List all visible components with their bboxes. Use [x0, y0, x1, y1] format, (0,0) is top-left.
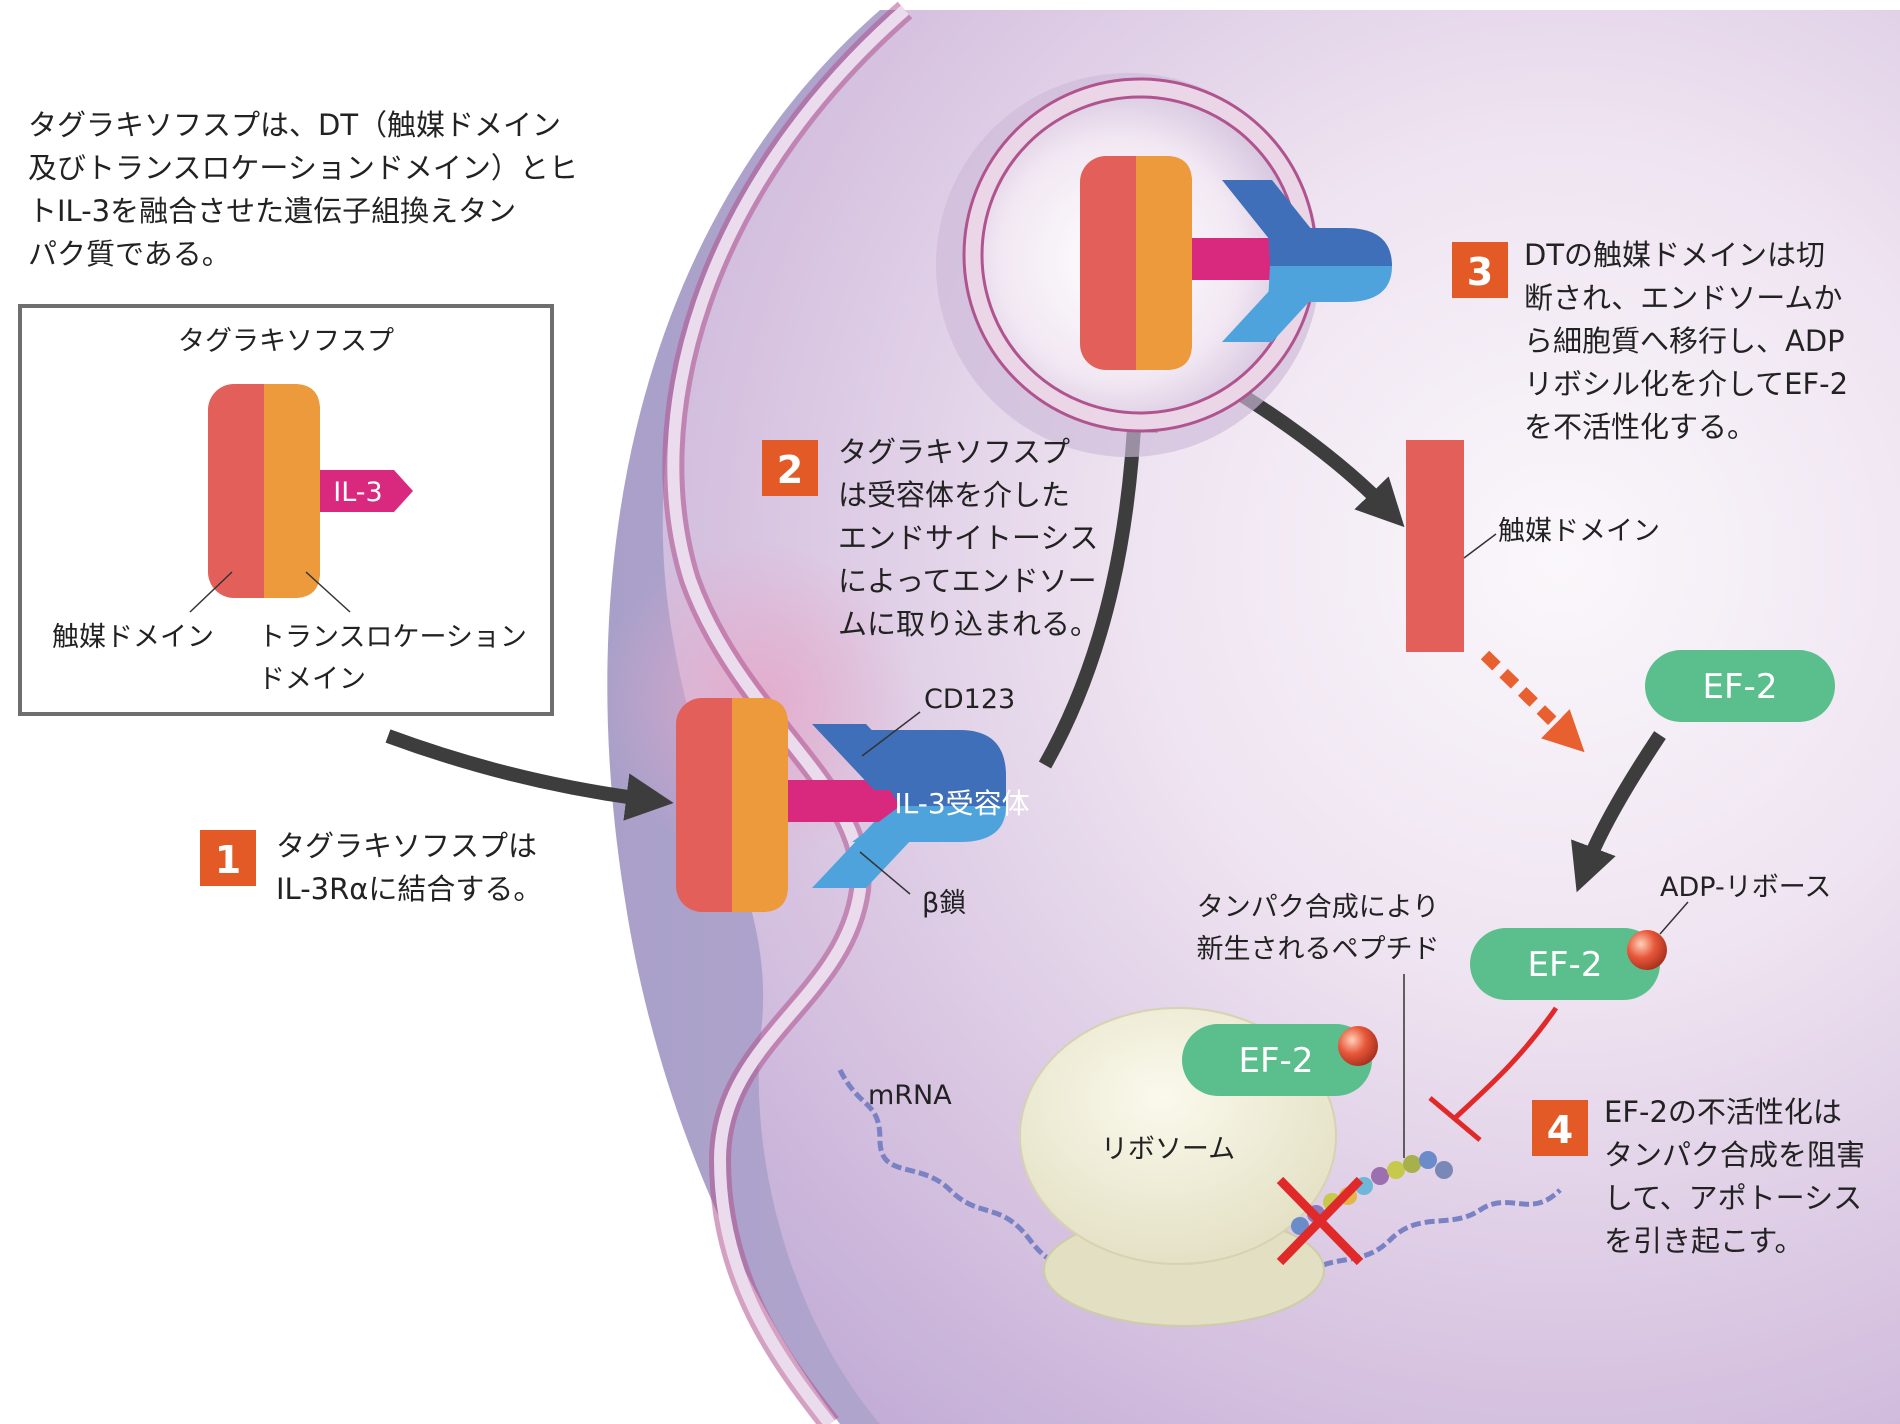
legend-box: タグラキソフスプ IL-3 触媒ドメイン トランスロケーション ドメイン	[18, 304, 554, 716]
step-4: 4 EF-2の不活性化は タンパク合成を阻害 して、アポトーシス を引き起こす。	[1532, 1095, 1865, 1258]
step-number: 3	[1467, 250, 1493, 294]
step-badge	[200, 830, 256, 886]
adp-ribose-ball	[1627, 930, 1667, 970]
il3-receptor-label: IL-3受容体	[894, 787, 1029, 820]
step-text: ら細胞質へ移行し、ADP	[1524, 324, 1845, 358]
intro-line: トIL-3を融合させた遺伝子組換えタン	[28, 194, 516, 228]
step-number: 2	[777, 448, 803, 492]
step-text: して、アポトーシス	[1604, 1181, 1862, 1215]
beta-chain-label: β鎖	[922, 888, 966, 919]
intro-text: タグラキソフスプは、DT（触媒ドメイン 及びトランスロケーションドメイン）とヒ …	[28, 108, 578, 271]
step-text: タンパク合成を阻害	[1604, 1138, 1865, 1172]
cd123-label: CD123	[924, 684, 1015, 715]
inhibition-bar	[1428, 1096, 1482, 1142]
step-text: によってエンドソー	[838, 564, 1097, 598]
legend-il3-tag	[320, 470, 413, 512]
step-text: を引き起こす。	[1604, 1224, 1804, 1258]
ef2-active	[1645, 650, 1835, 722]
mrna-strand	[837, 1068, 1562, 1282]
step-badge	[1452, 242, 1508, 298]
nascent-peptide-label: 新生されるペプチド	[1197, 934, 1440, 965]
receptor-complex: IL-3受容体 CD123 β鎖	[676, 684, 1030, 919]
intro-line: 及びトランスロケーションドメイン）とヒ	[28, 151, 578, 185]
step-badge	[1532, 1100, 1588, 1156]
legend-title: タグラキソフスプ	[178, 326, 394, 357]
ef2-mid-label: EF-2	[1528, 945, 1603, 985]
released-catalytic-domain: 触媒ドメイン	[1406, 440, 1660, 652]
step-2: 2 タグラキソフスプ は受容体を介した エンドサイトーシス によってエンドソー …	[762, 435, 1099, 641]
inhibition-line	[1453, 1006, 1559, 1120]
catalytic-domain-label: 触媒ドメイン	[1498, 516, 1660, 547]
legend-translocation-domain	[264, 384, 320, 598]
endosome-translocation-domain	[1136, 156, 1192, 370]
step-text: タグラキソフスプは	[276, 829, 537, 863]
step-text: EF-2の不活性化は	[1604, 1095, 1842, 1129]
step-3: 3 DTの触媒ドメインは切 断され、エンドソームか ら細胞質へ移行し、ADP リ…	[1452, 238, 1848, 444]
step-text: タグラキソフスプ	[838, 435, 1070, 469]
ef2-top-label: EF-2	[1703, 667, 1778, 707]
drug-translocation-domain	[732, 698, 788, 912]
step-text: DTの触媒ドメインは切	[1524, 238, 1825, 272]
legend-translocation-label: トランスロケーション	[258, 622, 527, 653]
step-text: リボシル化を介してEF-2	[1524, 367, 1848, 401]
arrow-inactivation-dashed	[1480, 650, 1585, 753]
ribosome-label: リボソーム	[1101, 1134, 1235, 1165]
step-text: ムに取り込まれる。	[838, 607, 1099, 641]
step-text: エンドサイトーシス	[838, 521, 1098, 555]
ef2-on-ribosome	[1182, 1024, 1372, 1096]
step-number: 4	[1547, 1108, 1573, 1152]
legend-translocation-label: ドメイン	[258, 664, 366, 695]
endosome	[936, 73, 1392, 457]
ef2-molecules: EF-2 EF-2 ADP-リボース	[1470, 650, 1835, 1000]
step-number: 1	[215, 838, 241, 882]
step-text: IL-3Rαに結合する。	[276, 872, 542, 906]
translation-machinery: mRNA リボソーム タンパク合成により 新生されるペプチド EF-2	[837, 892, 1562, 1327]
legend-catalytic-label: 触媒ドメイン	[52, 622, 214, 653]
step-text: は受容体を介した	[838, 478, 1070, 512]
adp-ribose-ball	[1338, 1026, 1378, 1066]
nascent-peptide-label: タンパク合成により	[1197, 892, 1439, 923]
arrow-bind	[385, 729, 674, 821]
ef2-inactivated	[1470, 928, 1660, 1000]
step-badge	[762, 440, 818, 496]
step-text: を不活性化する。	[1524, 410, 1756, 444]
legend-il3-label: IL-3	[333, 477, 382, 508]
step-1: 1 タグラキソフスプは IL-3Rαに結合する。	[200, 829, 542, 906]
ef2-ribosome-label: EF-2	[1239, 1041, 1314, 1081]
intro-line: タグラキソフスプは、DT（触媒ドメイン	[28, 108, 561, 142]
arrow-ef2-modification	[1571, 731, 1666, 893]
step-text: 断され、エンドソームか	[1524, 281, 1842, 315]
mrna-label: mRNA	[868, 1080, 952, 1111]
intro-line: パク質である。	[28, 237, 231, 271]
blocked-x-icon	[1276, 1176, 1364, 1266]
adp-ribose-label: ADP-リボース	[1660, 872, 1831, 903]
